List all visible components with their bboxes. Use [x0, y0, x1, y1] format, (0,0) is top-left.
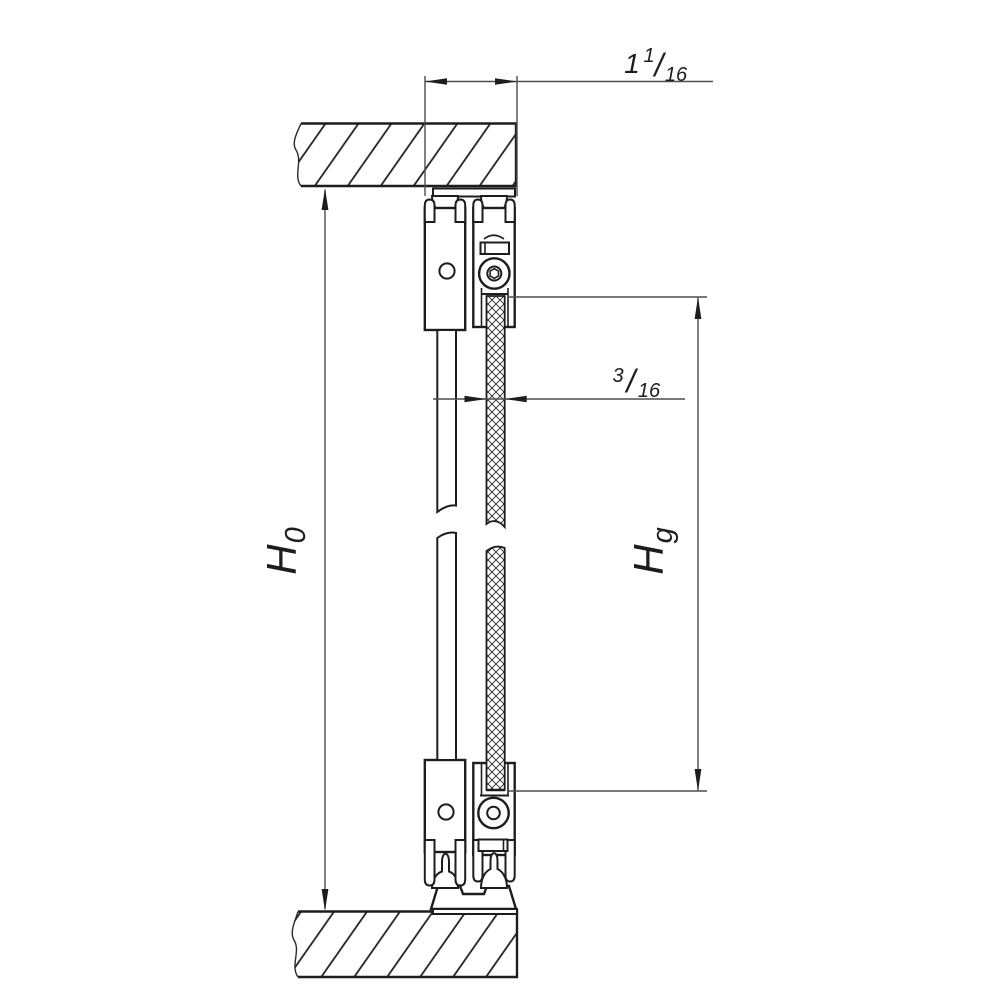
screw-hole-bottom [437, 803, 455, 821]
dim-glass-thickness-numerator: 3 [612, 365, 623, 387]
shoe-base-plate [432, 908, 518, 915]
arrow-right-icon [464, 395, 487, 403]
bottom-gasket-fin-left [430, 852, 460, 889]
arrow-up-icon [694, 297, 702, 319]
bottom-shoe [429, 852, 518, 915]
glass-panel [485, 295, 506, 791]
arrow-left-icon [504, 395, 527, 403]
dim-h0-label: H0 [258, 527, 312, 574]
arrow-left-icon [425, 78, 447, 85]
dim-top-width-slash: / [653, 47, 667, 83]
arrow-up-icon [321, 188, 329, 210]
dim-glass-thickness-denominator: 16 [638, 380, 661, 402]
extension-lines [424, 76, 518, 196]
bottom-clamp-internals [477, 763, 510, 852]
dimension-glass-height: Hg [507, 296, 707, 792]
dim-top-width-denominator: 16 [665, 64, 688, 86]
dim-hg-label: Hg [625, 527, 679, 574]
arrow-down-icon [321, 889, 329, 911]
top-clamp-internals [477, 234, 511, 327]
floor-slab [291, 910, 519, 979]
dimension-top-width: 1 1 / 16 [425, 45, 713, 86]
bottom-gasket-fin-right [479, 852, 509, 889]
arrow-down-icon [694, 769, 702, 791]
dim-glass-thickness-slash: / [625, 363, 639, 399]
screw-hole-top [438, 262, 456, 280]
dimension-glass-thickness: 3 / 16 [433, 363, 685, 403]
hex-socket-screw [489, 267, 500, 280]
floor-break-edge [291, 911, 299, 978]
dimension-overall-height: H0 [258, 188, 329, 911]
ceiling-slab [293, 122, 518, 188]
adjustment-slot-bottom [477, 838, 509, 852]
adjustment-slot-top [479, 241, 510, 255]
arrow-right-icon [495, 78, 517, 85]
dim-top-width-whole: 1 [624, 48, 640, 79]
door-stile-strip [436, 329, 457, 761]
ceiling-break-edge [293, 123, 302, 187]
dim-top-width-numerator: 1 [643, 45, 654, 67]
